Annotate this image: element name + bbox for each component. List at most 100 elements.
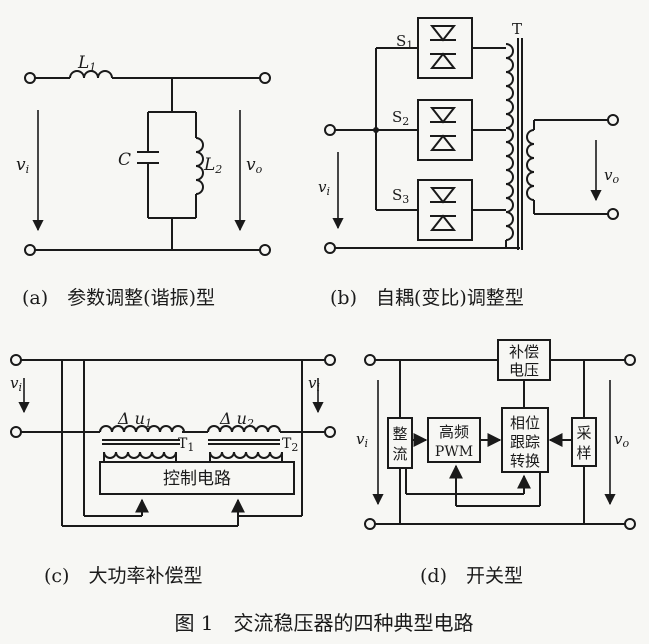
phase-line2: 跟踪 <box>510 433 540 451</box>
terminal-d-in-top <box>364 354 376 366</box>
pwm-line2: PWM <box>435 444 473 460</box>
label-vo-d-sub: o <box>622 437 629 450</box>
autotransformer-t <box>505 38 535 250</box>
terminal-b-out-bot <box>607 208 619 220</box>
label-s1: S <box>396 32 406 50</box>
label-du2: Δ u <box>219 409 247 428</box>
svg-text:vi: vi <box>10 374 22 394</box>
terminal-a-out-bot <box>259 244 271 256</box>
panel-a: L1 C L2 vi vo (a) 参数调整(谐振)型 <box>16 53 271 309</box>
label-t1-sub: 1 <box>187 441 194 454</box>
switch-s3 <box>417 179 473 241</box>
rectify-line2: 流 <box>392 445 407 463</box>
phase-line3: 转换 <box>510 452 540 470</box>
svg-text:S1: S1 <box>396 32 413 52</box>
terminal-c-top-right <box>324 354 336 366</box>
sample-line2: 样 <box>576 444 591 462</box>
terminal-c-top-left <box>10 354 22 366</box>
label-t: T <box>512 20 522 38</box>
label-du1-sub: 1 <box>145 417 152 430</box>
label-vi-c-right: v <box>308 374 317 392</box>
panel-c: 控制电路 vi vi Δ u1 Δ u2 T1 T2 (c) 大功率补偿型 <box>10 354 336 587</box>
svg-text:vo: vo <box>246 155 263 176</box>
inductor-l2 <box>195 137 204 195</box>
phase-line1: 相位 <box>510 414 540 432</box>
compensate-line2: 电压 <box>509 361 539 379</box>
svg-text:vo: vo <box>604 166 619 186</box>
label-vi-a-sub: i <box>26 163 30 176</box>
label-du2-sub: 2 <box>246 417 254 430</box>
label-du1: Δ u <box>117 409 145 428</box>
label-l1: L <box>77 53 89 73</box>
figure-caption: 图 1 交流稳压器的四种典型电路 <box>174 611 473 635</box>
caption-panel-b: (b) 自耦(变比)调整型 <box>330 287 524 309</box>
label-vi-c-sub: i <box>18 381 22 394</box>
terminal-d-out-top <box>624 354 636 366</box>
compensate-voltage-box <box>497 339 551 381</box>
switch-s2 <box>417 99 473 161</box>
panel-b: S1 S2 S3 T vi vo (b) 自耦(变比)调整型 <box>318 17 619 309</box>
caption-panel-d: (d) 开关型 <box>420 565 523 587</box>
switch-s1 <box>417 17 473 79</box>
label-vo-a: v <box>246 155 256 175</box>
svg-text:T2: T2 <box>282 436 298 454</box>
svg-text:L2: L2 <box>203 155 222 176</box>
label-vo-a-sub: o <box>256 163 263 176</box>
terminal-d-in-bot <box>364 518 376 530</box>
terminal-a-out-top <box>259 72 271 84</box>
caption-panel-c: (c) 大功率补偿型 <box>44 565 202 587</box>
terminal-c-mid-right <box>324 426 336 438</box>
label-vi-c-right-sub: i <box>316 381 320 394</box>
rectify-line1: 整 <box>392 425 407 443</box>
label-vo-d: v <box>614 430 623 448</box>
terminal-a-in-top <box>24 72 36 84</box>
label-vo-b-sub: o <box>612 173 619 186</box>
panel-d: 补偿 电压 整 流 高频 PWM 相位 跟踪 转换 采 样 v <box>356 339 636 587</box>
label-l2: L <box>203 155 215 175</box>
transformer-t1 <box>99 425 185 459</box>
label-vi-d-sub: i <box>364 437 368 450</box>
label-vi-b: v <box>318 178 327 196</box>
terminal-b-in-bot <box>324 242 336 254</box>
label-s2-sub: 2 <box>402 115 409 128</box>
label-l2-sub: 2 <box>214 163 222 176</box>
svg-text:vi: vi <box>16 155 29 176</box>
label-vi-d: v <box>356 430 365 448</box>
label-t2-sub: 2 <box>291 441 298 454</box>
svg-text:Δ u2: Δ u2 <box>219 409 254 430</box>
label-s3: S <box>392 186 402 204</box>
svg-text:S2: S2 <box>392 108 409 128</box>
terminal-b-out-top <box>607 114 619 126</box>
label-s3-sub: 3 <box>402 193 409 206</box>
label-vi-a: v <box>16 155 26 175</box>
label-s1-sub: 1 <box>406 39 413 52</box>
label-vi-c: v <box>10 374 19 392</box>
sample-line1: 采 <box>576 424 591 442</box>
terminal-b-in-top <box>324 124 336 136</box>
label-t2: T <box>282 436 292 452</box>
label-l1-sub: 1 <box>89 61 96 74</box>
svg-text:L1: L1 <box>77 53 96 74</box>
terminal-a-in-bot <box>24 244 36 256</box>
label-c: C <box>118 150 131 170</box>
caption-panel-a: (a) 参数调整(谐振)型 <box>22 287 215 309</box>
control-circuit-label: 控制电路 <box>163 469 231 489</box>
control-circuit-box <box>99 461 295 495</box>
svg-text:S3: S3 <box>392 186 409 206</box>
compensate-line1: 补偿 <box>509 343 539 361</box>
svg-text:vi: vi <box>308 374 320 394</box>
svg-text:vi: vi <box>318 178 330 198</box>
label-vi-b-sub: i <box>326 185 330 198</box>
rectifier-box <box>387 417 413 469</box>
phase-tracking-box <box>501 407 549 473</box>
label-t1: T <box>178 436 188 452</box>
label-vo-b: v <box>604 166 613 184</box>
terminal-c-mid-left <box>10 426 22 438</box>
pwm-line1: 高频 <box>439 423 469 441</box>
svg-text:Δ u1: Δ u1 <box>117 409 152 430</box>
svg-text:vo: vo <box>614 430 629 450</box>
inductor-l1 <box>69 70 113 79</box>
label-s2: S <box>392 108 402 126</box>
